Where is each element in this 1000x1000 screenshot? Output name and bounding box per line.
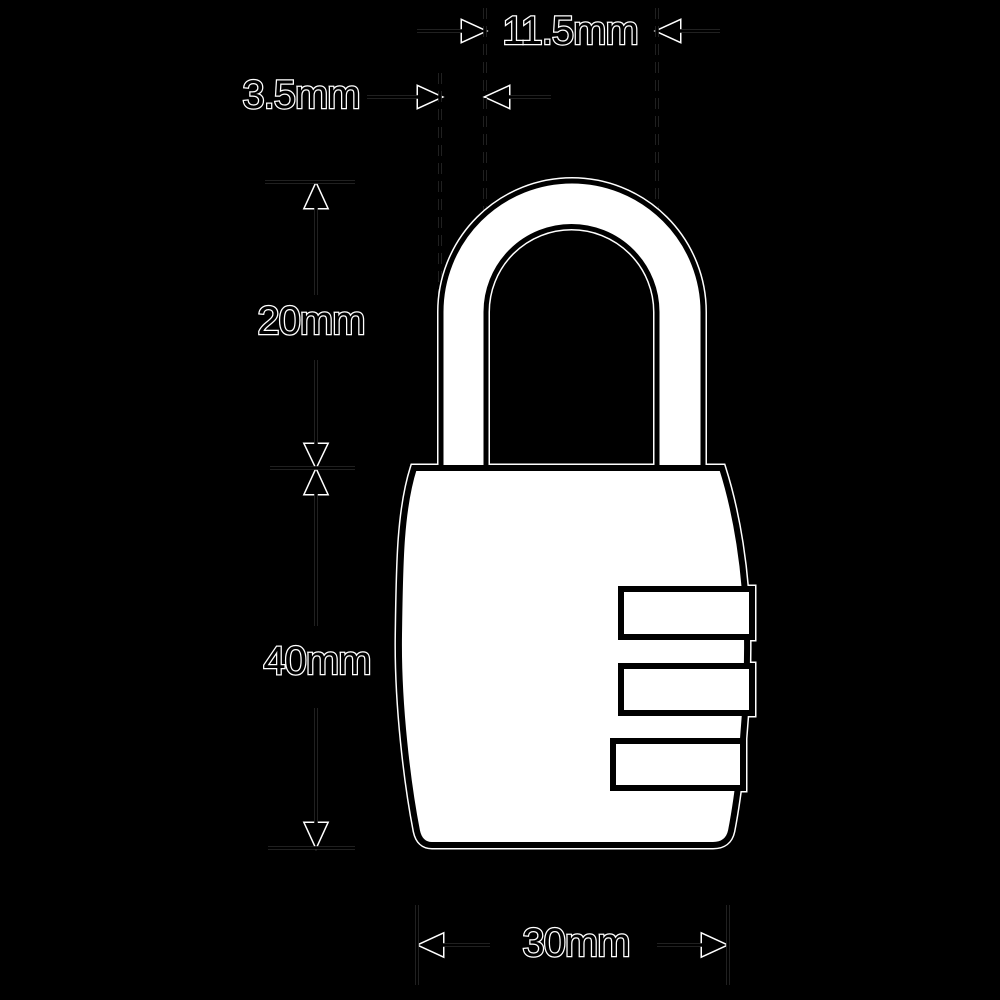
label-shackle-height: 20mm [257,299,364,343]
combination-dial-1 [618,586,755,640]
combination-dial-3 [610,738,746,791]
body-width-right-arrowhead-icon [702,934,726,956]
label-shackle-thickness: 3.5mm [242,73,359,117]
shackle-thickness-left-arrowhead-icon [418,86,441,108]
shackle-height-down-arrowhead-icon [305,444,327,467]
body-width-left-arrowhead-icon [419,934,443,956]
body-height-up-arrowhead-icon [305,470,327,494]
shackle-inner-width-left-arrowhead-icon [462,20,485,42]
shackle-thickness-right-arrowhead-icon [486,86,509,108]
label-body-width: 30mm [522,921,629,965]
label-body-height: 40mm [263,639,370,683]
padlock-shackle [438,178,706,474]
label-shackle-inner-width: 11.5mm [502,9,638,53]
body-height-down-arrowhead-icon [305,823,327,847]
shackle-inner-width-right-arrowhead-icon [657,20,680,42]
shackle-height-up-arrowhead-icon [305,184,327,208]
combination-dial-2 [618,663,755,716]
